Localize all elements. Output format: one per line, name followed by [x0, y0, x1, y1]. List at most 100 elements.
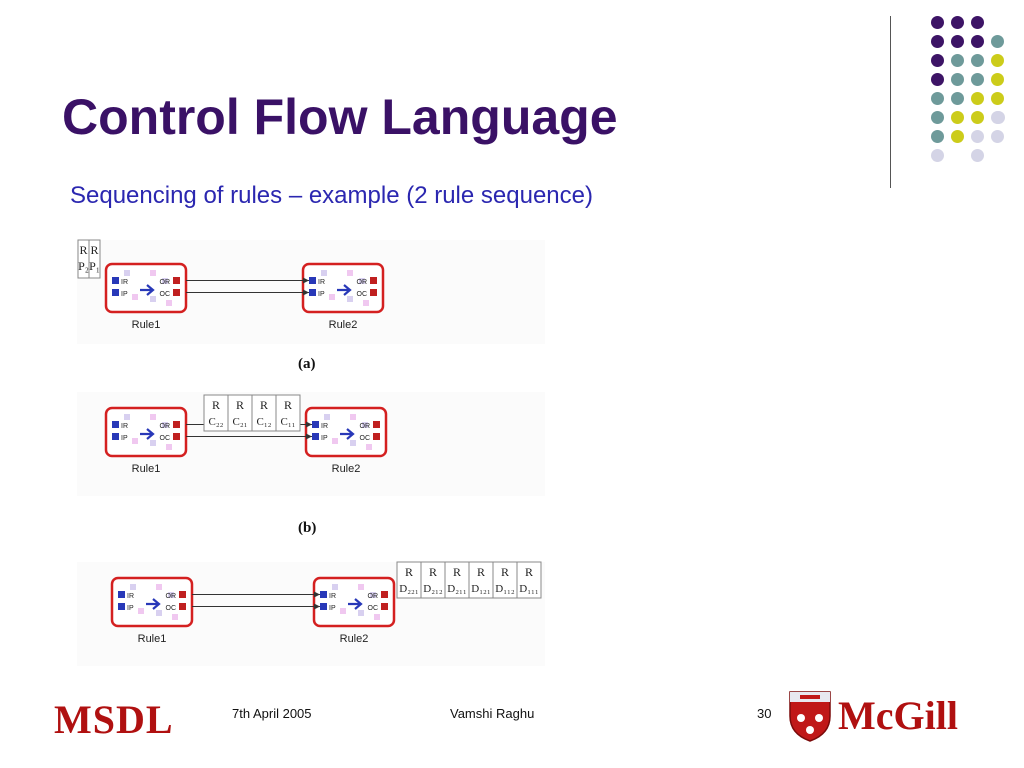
output-port-label: OC — [160, 291, 171, 298]
output-port-label: OC — [360, 435, 371, 442]
footer-author: Vamshi Raghu — [450, 706, 535, 721]
rule-decor-square — [162, 278, 168, 284]
decorative-dot — [971, 130, 984, 143]
token-label-top: R — [501, 565, 509, 579]
output-port-label: OC — [368, 605, 379, 612]
rule-decor-square — [370, 592, 376, 598]
rule-decor-square — [359, 278, 365, 284]
input-port-icon — [312, 421, 319, 428]
output-port-icon — [381, 603, 388, 610]
decorative-dot — [931, 149, 944, 162]
decorative-dot — [931, 16, 944, 29]
flow-arrow-icon — [146, 598, 161, 610]
rule-label: Rule2 — [329, 319, 358, 331]
input-port-label: IP — [127, 605, 134, 612]
input-port-label: IR — [321, 423, 328, 430]
rule-decor-square — [124, 414, 130, 420]
rule-decor-square — [138, 608, 144, 614]
divider-line — [890, 16, 891, 188]
rule-decor-square — [366, 444, 372, 450]
rule-decor-square — [324, 414, 330, 420]
decorative-dot — [971, 111, 984, 124]
token-label-top: R — [212, 398, 220, 412]
rule-decor-square — [340, 608, 346, 614]
output-port-label: OC — [166, 605, 177, 612]
decorative-dot — [991, 35, 1004, 48]
rule-decor-square — [124, 270, 130, 276]
token-box — [468, 561, 494, 599]
rule-box — [110, 576, 194, 628]
output-port-icon — [373, 433, 380, 440]
input-port-icon — [118, 603, 125, 610]
rule-label: Rule1 — [132, 319, 161, 331]
output-port-icon — [173, 421, 180, 428]
output-port-label: OR — [160, 279, 171, 286]
connection-arrowhead — [314, 591, 320, 598]
figure-caption: (b) — [298, 520, 317, 536]
rule-decor-square — [350, 440, 356, 446]
token-box — [492, 561, 518, 599]
token-box — [88, 239, 101, 279]
input-port-label: IP — [321, 435, 328, 442]
rule-decor-square — [156, 610, 162, 616]
output-port-icon — [370, 277, 377, 284]
rule-decor-square — [150, 296, 156, 302]
input-port-icon — [112, 421, 119, 428]
flow-arrow-icon — [140, 428, 155, 440]
token-label-bottom: D₂₁₁ — [447, 583, 467, 595]
rule-label: Rule2 — [332, 463, 361, 475]
decorative-dot — [971, 54, 984, 67]
input-port-icon — [309, 277, 316, 284]
rule-decor-square — [332, 584, 338, 590]
rule-decor-square — [362, 422, 368, 428]
token-label-top: R — [429, 565, 437, 579]
input-port-label: IP — [318, 291, 325, 298]
token-box — [516, 561, 542, 599]
input-port-icon — [112, 289, 119, 296]
decorative-dot — [951, 92, 964, 105]
token-label-bottom: D₁₂₁ — [471, 583, 491, 595]
flow-arrow-icon — [337, 284, 352, 296]
rule-decor-square — [329, 294, 335, 300]
output-port-label: OR — [166, 593, 177, 600]
flow-arrow-icon — [340, 428, 355, 440]
rule-decor-square — [150, 270, 156, 276]
decorative-dot — [931, 35, 944, 48]
input-port-label: IP — [329, 605, 336, 612]
rule-decor-square — [150, 440, 156, 446]
token-box — [203, 394, 229, 432]
rule-decor-square — [374, 614, 380, 620]
decorative-dot — [951, 130, 964, 143]
rule-decor-square — [347, 296, 353, 302]
rule-decor-square — [130, 584, 136, 590]
mcgill-crest-icon — [789, 691, 831, 742]
input-port-label: IR — [121, 423, 128, 430]
rule-decor-square — [166, 300, 172, 306]
token-box — [275, 394, 301, 432]
decorative-dot — [931, 73, 944, 86]
token-label-bottom: P₁ — [89, 259, 100, 273]
input-port-icon — [320, 603, 327, 610]
decorative-dot — [991, 54, 1004, 67]
rule-label: Rule1 — [132, 463, 161, 475]
footer-date: 7th April 2005 — [232, 706, 312, 721]
rule-decor-square — [332, 438, 338, 444]
decorative-dot — [951, 73, 964, 86]
rule-decor-square — [347, 270, 353, 276]
token-label-top: R — [236, 398, 244, 412]
decorative-dot — [931, 111, 944, 124]
token-label-top: R — [405, 565, 413, 579]
output-port-label: OR — [368, 593, 379, 600]
token-label-bottom: C₂₁ — [232, 416, 247, 428]
token-label-top: R — [79, 243, 87, 257]
output-port-icon — [179, 591, 186, 598]
token-label-bottom: C₂₂ — [208, 416, 223, 428]
decorative-dot — [931, 92, 944, 105]
rule-decor-square — [172, 614, 178, 620]
output-port-icon — [173, 433, 180, 440]
page-number: 30 — [757, 706, 772, 721]
input-port-label: IR — [318, 279, 325, 286]
token-label-top: R — [525, 565, 533, 579]
output-port-label: OC — [357, 291, 368, 298]
